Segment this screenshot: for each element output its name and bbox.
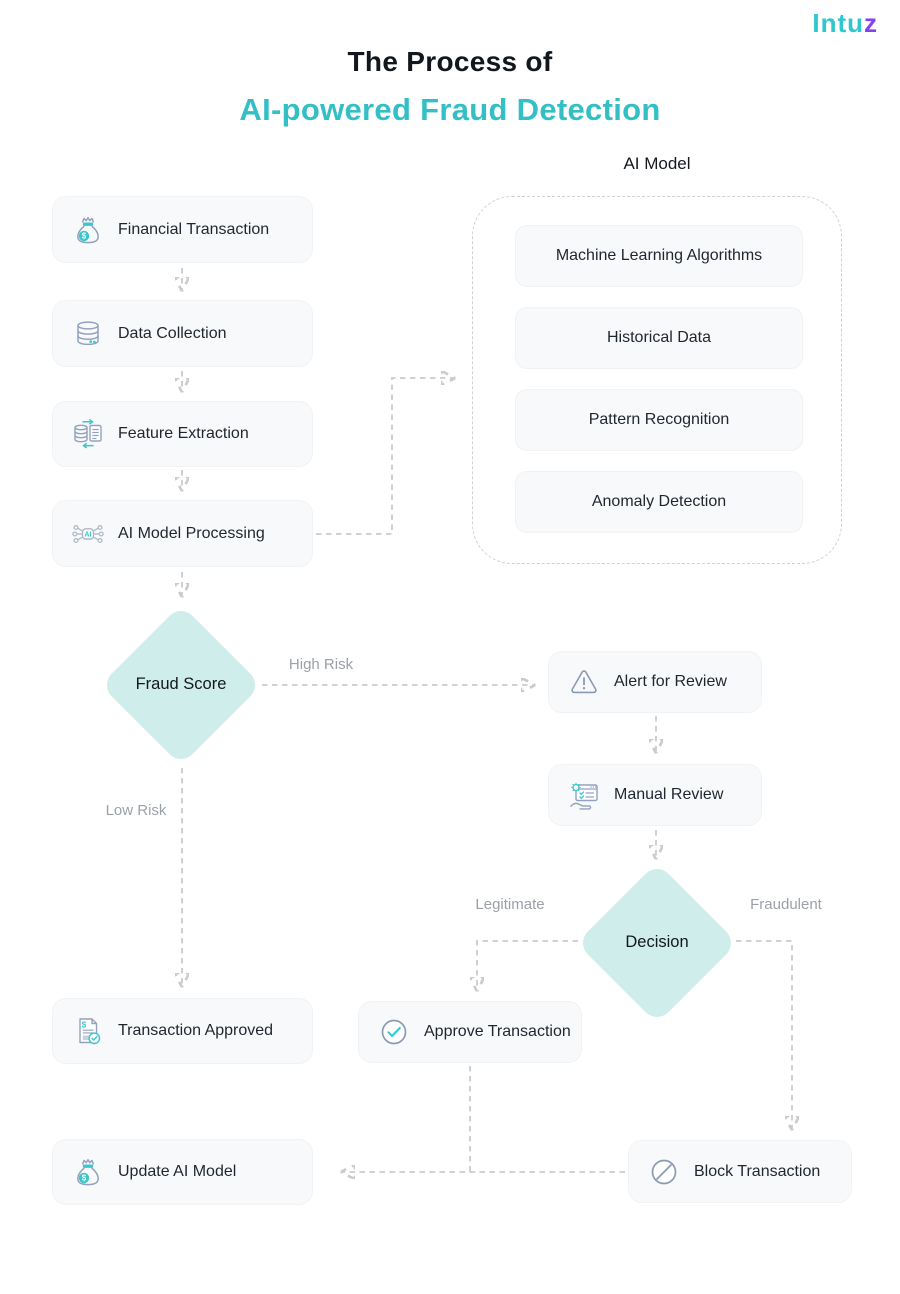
page-title-line2: AI-powered Fraud Detection [239,92,661,127]
warning-triangle-icon [567,665,601,699]
check-circle-icon [377,1015,411,1049]
node-label: Data Collection [118,324,227,342]
ai-model-panel [472,196,842,564]
ai-model-panel-label: AI Model [623,154,691,173]
node-label: Alert for Review [614,673,727,690]
edge-label-fraudulent: Fraudulent [750,896,822,913]
node-manual-review: Manual Review [548,764,762,826]
database-icon [71,317,105,351]
node-label: Financial Transaction [118,220,270,238]
node-label: Approve Transaction [424,1023,571,1040]
money-bag-icon: $ [71,213,105,247]
svg-text:$: $ [82,1174,87,1183]
intuz-logo: Intuz [812,8,878,39]
block-icon [647,1155,681,1189]
edge-label-legitimate: Legitimate [475,896,545,913]
connector-legitimate [477,940,578,990]
node-label: Manual Review [614,786,724,803]
panel-item-ml-algorithms: Machine Learning Algorithms [515,225,803,287]
ai-chip-icon: AI [71,517,105,551]
logo-main: Intu [812,8,864,38]
node-label: Block Transaction [694,1162,821,1180]
page-title-line1: The Process of [347,46,553,77]
edge-label-high-risk: High Risk [288,656,354,673]
node-alert-for-review: Alert for Review [548,651,762,713]
node-label: Update AI Model [118,1163,237,1180]
svg-text:AI: AI [85,531,92,538]
node-update-ai-model: $ Update AI Model [52,1139,313,1205]
node-ai-model-processing: AI AI Model Processing [52,500,313,567]
panel-item-historical-data: Historical Data [515,307,803,369]
svg-text:$: $ [82,1021,87,1030]
money-bag-icon: $ [71,1155,105,1189]
fraud-score-label: Fraud Score [135,675,227,693]
document-check-icon: $ [71,1014,105,1048]
node-transaction-approved: $ Transaction Approved [52,998,313,1064]
logo-accent: z [864,8,878,38]
panel-item-pattern-recognition: Pattern Recognition [515,389,803,451]
node-label: Transaction Approved [118,1022,274,1039]
node-label: AI Model Processing [118,524,265,542]
node-financial-transaction: $ Financial Transaction [52,196,313,263]
connector-fraudulent [736,940,792,1129]
decision-label: Decision [625,933,689,951]
node-feature-extraction: Feature Extraction [52,401,313,467]
node-label: Feature Extraction [118,425,249,442]
node-block-transaction: Block Transaction [628,1140,852,1203]
data-transfer-icon [71,417,105,451]
panel-item-anomaly-detection: Anomaly Detection [515,471,803,533]
svg-text:$: $ [82,231,87,240]
manual-review-icon [567,778,601,812]
connector-aimodel-to-panel [316,378,454,535]
edge-label-low-risk: Low Risk [105,802,167,819]
node-approve-transaction: Approve Transaction [358,1001,582,1063]
node-data-collection: Data Collection [52,300,313,367]
